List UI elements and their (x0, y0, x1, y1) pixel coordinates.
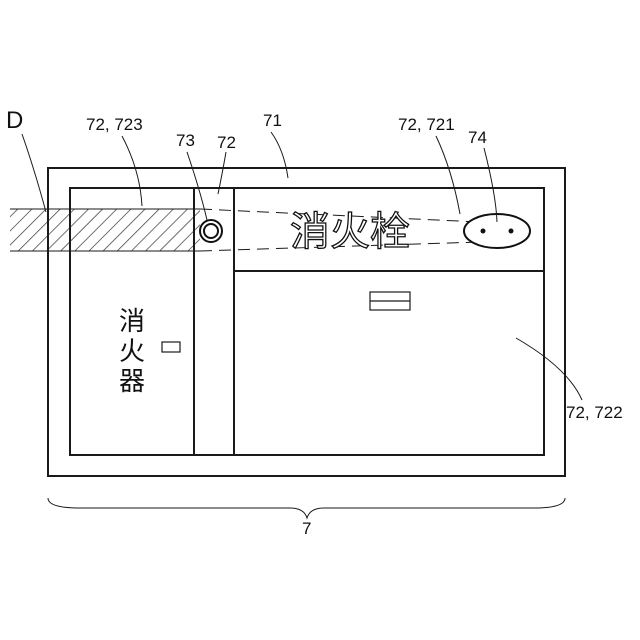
label-72-721: 72, 721 (398, 115, 455, 134)
extinguisher-char-3: 器 (119, 367, 145, 397)
fitting-dot-right-icon (509, 229, 514, 234)
fitting-dot-left-icon (481, 229, 486, 234)
brace-7 (48, 498, 565, 518)
leader-723 (122, 136, 142, 206)
leader-d (22, 134, 46, 212)
label-73: 73 (176, 131, 195, 150)
hydrant-sign: 消火栓 (290, 209, 410, 255)
label-74: 74 (468, 128, 487, 147)
label-71: 71 (263, 111, 282, 130)
beam-d-hatch (10, 209, 200, 251)
label-d: D (6, 107, 23, 134)
extinguisher-char-2: 火 (119, 337, 145, 367)
leader-71 (271, 132, 288, 178)
label-72-722: 72, 722 (566, 403, 623, 422)
handle-723-icon (162, 342, 180, 352)
leader-721 (436, 136, 460, 214)
label-72-723: 72, 723 (86, 115, 143, 134)
label-7: 7 (302, 519, 311, 538)
label-72: 72 (217, 133, 236, 152)
extinguisher-char-1: 消 (119, 307, 145, 337)
leader-74 (484, 148, 497, 222)
leader-722 (516, 338, 582, 400)
